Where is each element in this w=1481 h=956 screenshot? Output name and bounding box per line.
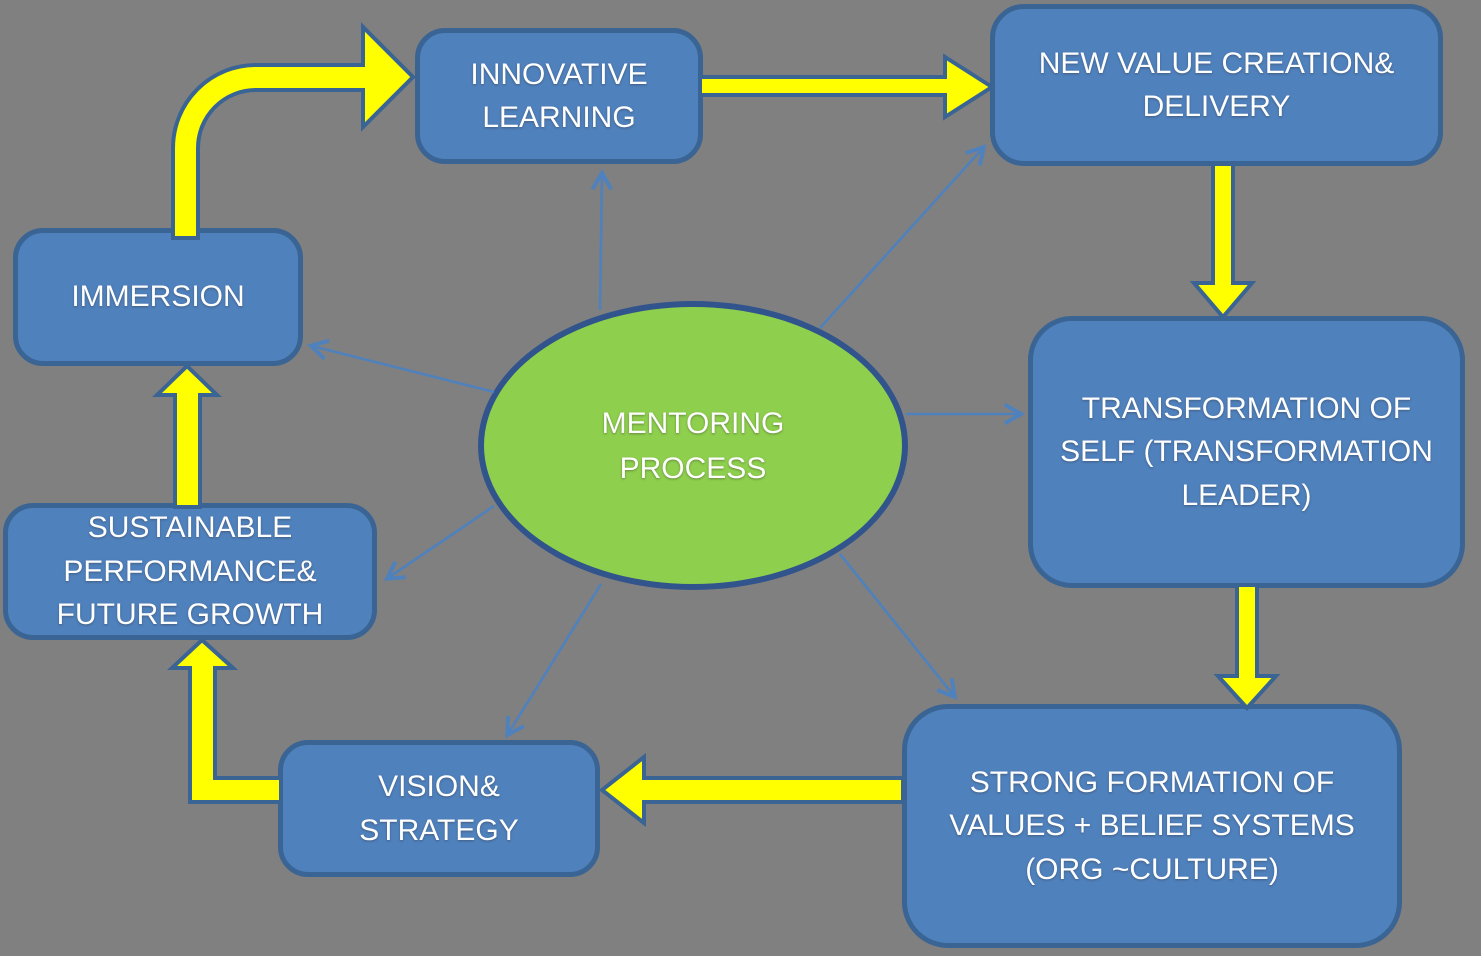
node-label: INNOVATIVE LEARNING [470, 57, 648, 135]
node-label: STRONG FORMATION OF VALUES + BELIEF SYST… [949, 765, 1355, 886]
cycle-arrow-vision-to-sustainable-icon [166, 637, 283, 804]
cycle-arrow-sustainable-to-immersion-icon [152, 363, 222, 509]
center-ellipse-mentoring-process: MENTORING PROCESS [478, 301, 908, 590]
radial-arrow-center-to-new-value-icon [819, 144, 987, 329]
radial-arrow-center-to-immersion-icon [306, 338, 495, 394]
node-label: TRANSFORMATION OF SELF (TRANSFORMATION L… [1060, 391, 1433, 512]
cycle-arrow-immersion-to-innovative-learning-icon [171, 22, 416, 240]
radial-arrow-center-to-innovative-learning-icon [590, 168, 613, 311]
node-label: VISION& STRATEGY [359, 770, 519, 847]
cycle-arrow-strong-formation-to-vision-icon [598, 752, 905, 828]
node-innovative-learning: INNOVATIVE LEARNING [415, 28, 703, 164]
node-sustainable-performance: SUSTAINABLE PERFORMANCE& FUTURE GROWTH [3, 503, 377, 640]
cycle-arrow-new-value-to-transformation-icon [1189, 162, 1257, 321]
cycle-arrow-innovative-learning-to-new-value-icon [698, 53, 996, 121]
node-label: SUSTAINABLE PERFORMANCE& FUTURE GROWTH [56, 511, 324, 632]
node-new-value-creation-delivery: NEW VALUE CREATION& DELIVERY [990, 4, 1443, 166]
node-strong-formation-of-values: STRONG FORMATION OF VALUES + BELIEF SYST… [902, 704, 1402, 948]
cycle-arrow-transformation-to-strong-formation-icon [1213, 583, 1281, 711]
radial-arrow-center-to-vision-icon [505, 583, 603, 739]
node-transformation-of-self: TRANSFORMATION OF SELF (TRANSFORMATION L… [1028, 316, 1465, 588]
radial-arrow-center-to-sustainable-icon [383, 504, 495, 581]
node-label: IMMERSION [71, 280, 245, 314]
center-label: MENTORING PROCESS [601, 406, 785, 485]
radial-arrow-center-to-strong-formation-icon [838, 553, 958, 701]
node-label: NEW VALUE CREATION& DELIVERY [1038, 46, 1395, 124]
node-vision-strategy: VISION& STRATEGY [278, 740, 600, 877]
node-immersion: IMMERSION [13, 228, 303, 366]
